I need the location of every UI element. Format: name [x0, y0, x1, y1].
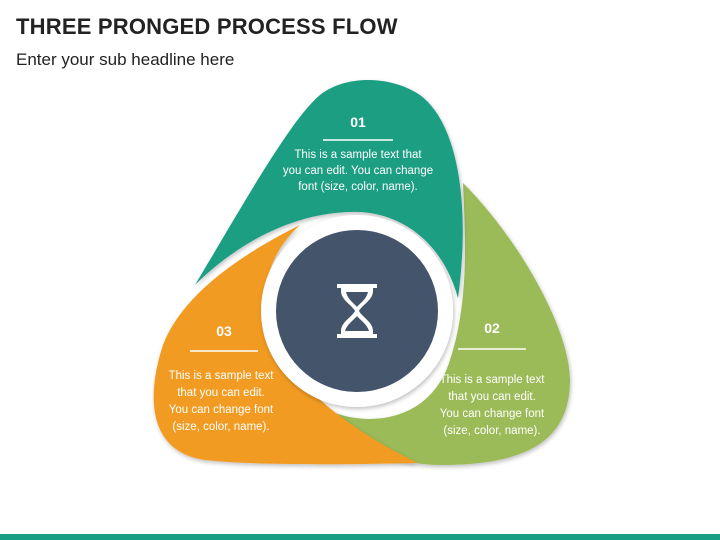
segment-03-line-1: This is a sample text [169, 370, 275, 382]
segment-03-line-3: You can change font [169, 404, 274, 416]
segment-03-number: 03 [216, 323, 232, 339]
page-subtitle: Enter your sub headline here [16, 50, 235, 69]
segment-01-shape [195, 80, 463, 298]
segment-03-shape [153, 225, 418, 465]
segment-02-line-1: This is a sample text [440, 374, 546, 386]
hourglass-icon [337, 284, 377, 338]
segment-01-line-2: you can edit. You can change [283, 165, 433, 177]
segment-02-text-group: 02 This is a sample text that you can ed… [440, 320, 546, 437]
segment-03-text-group: 03 This is a sample text that you can ed… [169, 323, 275, 433]
segment-02-number: 02 [484, 320, 500, 336]
footer-accent-bar [0, 534, 720, 540]
segment-02-line-3: You can change font [440, 408, 545, 420]
segment-03-line-4: (size, color, name). [172, 421, 269, 433]
segment-03-line-2: that you can edit. [177, 387, 265, 399]
segment-01-text-group: 01 This is a sample text that you can ed… [283, 114, 433, 193]
segment-02-line-2: that you can edit. [448, 391, 536, 403]
segment-02-shape [318, 183, 570, 465]
segment-01-line-3: font (size, color, name). [298, 181, 418, 193]
segment-01-line-1: This is a sample text that [294, 149, 422, 161]
page-title: THREE PRONGED PROCESS FLOW [16, 14, 398, 39]
segment-01-number: 01 [350, 114, 366, 130]
segment-02-line-4: (size, color, name). [443, 425, 540, 437]
